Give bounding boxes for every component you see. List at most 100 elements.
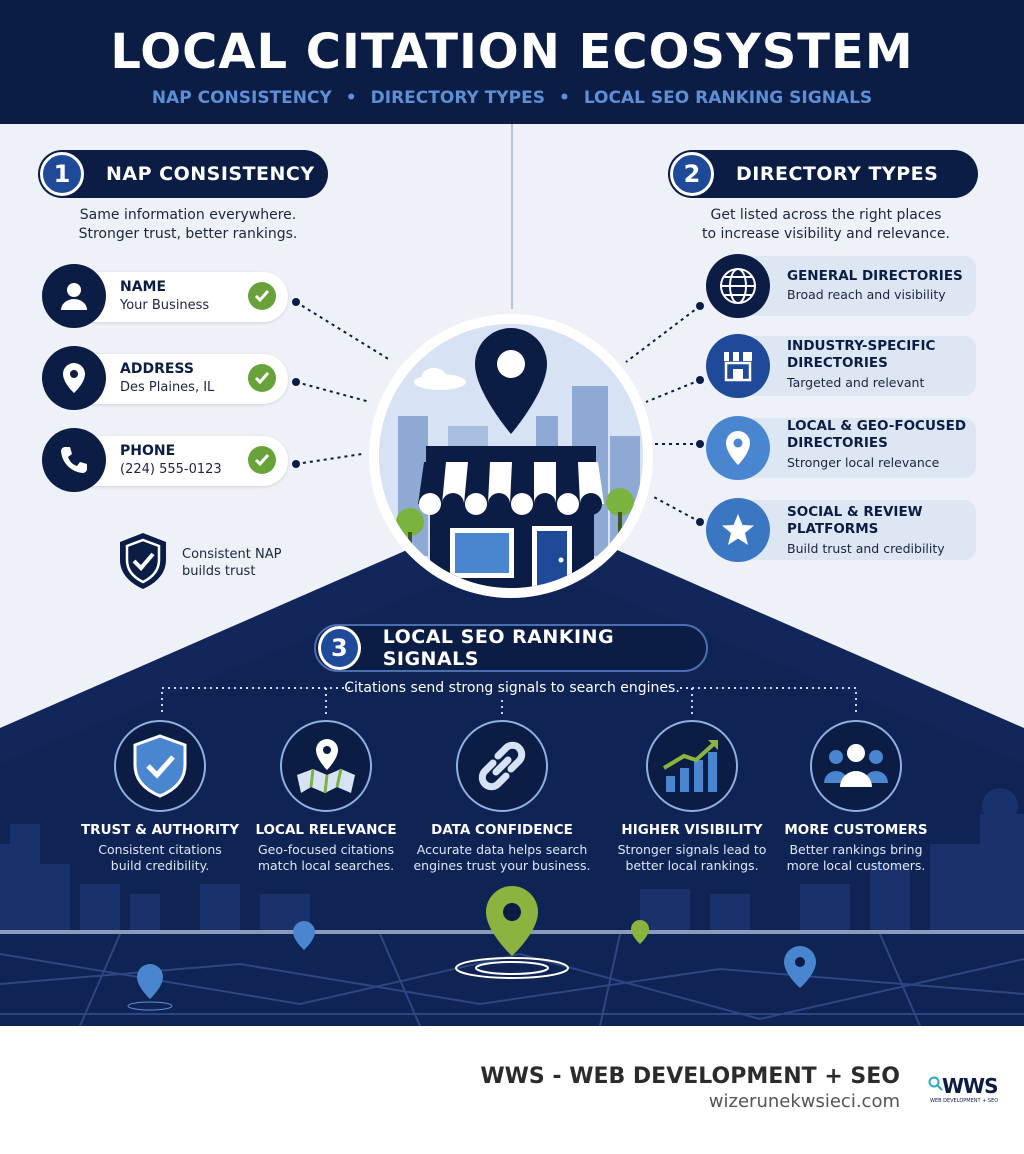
people-group-icon [810,720,902,812]
map-pins [127,886,816,1011]
directory-value: Targeted and relevant [787,375,925,390]
section-number: 3 [318,626,361,670]
directory-label: SOCIAL & REVIEW PLATFORMS [787,504,923,537]
directory-card [734,418,976,478]
magnifier-icon [928,1076,943,1091]
subnav-signals: LOCAL SEO RANKING SIGNALS [583,88,873,108]
directory-connectors [625,305,701,523]
skyline-silhouette [0,788,1024,934]
check-icon [248,364,276,392]
trust-text-line: Consistent NAP [182,547,282,562]
nap-item-phone: PHONE (224) 555-0123 [42,428,288,492]
directory-label: GENERAL DIRECTORIES [787,268,963,284]
signal-title: DATA CONFIDENCE [431,822,573,838]
section-nap-header: 1 NAP CONSISTENCY [38,150,328,198]
subnav-directories: DIRECTORY TYPES [370,88,545,108]
signal-desc-line: build credibility. [110,858,210,873]
chain-link-icon [456,720,548,812]
directory-item-industry: INDUSTRY-SPECIFIC DIRECTORIES Targeted a… [706,334,976,398]
footer-brand: WWS - WEB DEVELOPMENT + SEO wizerunekwsi… [480,1064,900,1112]
brand-name: WWS - WEB DEVELOPMENT + SEO [480,1064,900,1089]
nap-description: Same information everywhere. Stronger tr… [40,206,336,244]
nap-desc-line: Stronger trust, better rankings. [78,226,298,242]
nap-label: NAME [120,279,167,295]
signal-desc-line: better local rankings. [625,858,759,873]
nap-value: Des Plaines, IL [120,380,215,395]
signal-desc-line: more local customers. [786,858,926,873]
section-signals-header: 3 LOCAL SEO RANKING SIGNALS [314,624,708,672]
signal-desc-line: Geo-focused citations [257,842,395,857]
globe-icon [706,254,770,318]
directories-desc-line: to increase visibility and relevance. [702,226,950,242]
directory-card [734,256,976,316]
directory-value: Build trust and credibility [787,541,945,556]
signal-title: LOCAL RELEVANCE [255,822,397,838]
section-number: 2 [670,152,714,196]
storefront-icon [706,334,770,398]
signal-desc-line: Better rankings bring [789,842,923,857]
directory-label: LOCAL & GEO-FOCUSED DIRECTORIES [787,418,967,451]
section-title: DIRECTORY TYPES [736,163,939,185]
logo-subtext: WEB DEVELOPMENT + SEO [930,1098,999,1104]
nap-item-address: ADDRESS Des Plaines, IL [42,346,288,410]
header: LOCAL CITATION ECOSYSTEM NAP CONSISTENCY… [0,0,1024,124]
header-subnav: NAP CONSISTENCY • DIRECTORY TYPES • LOCAL SE… [0,88,1024,108]
subnav-separator: • [558,88,570,108]
subnav-nap: NAP CONSISTENCY [151,88,332,108]
user-icon [42,264,106,328]
section-number: 1 [40,152,84,196]
directory-item-social: SOCIAL & REVIEW PLATFORMS Build trust an… [706,498,976,562]
signals-description: Citations send strong signals to search … [344,680,680,696]
growth-chart-icon [646,720,738,812]
star-icon [706,498,770,562]
section-title: NAP CONSISTENCY [106,163,315,185]
signal-desc-line: Accurate data helps search [416,842,588,857]
nap-label: PHONE [120,443,176,459]
storefront-illustration [366,306,656,606]
shield-check-icon [114,720,206,812]
signal-desc-line: Stronger signals lead to [617,842,767,857]
signal-title: TRUST & AUTHORITY [80,822,240,838]
directory-card [734,336,976,396]
nap-trust-note: Consistent NAP builds trust [116,530,316,594]
nap-value: (224) 555-0123 [120,462,222,477]
signal-title: HIGHER VISIBILITY [621,822,763,838]
subnav-separator: • [345,88,357,108]
nap-label: ADDRESS [120,361,194,377]
trust-text-line: builds trust [182,564,256,579]
directory-value: Stronger local relevance [787,455,940,470]
logo-text: WWS [942,1074,999,1098]
nap-desc-line: Same information everywhere. [79,207,297,223]
infographic-canvas: 1 NAP CONSISTENCY Same information every… [0,124,1024,1026]
check-icon [248,282,276,310]
section-directories-header: 2 DIRECTORY TYPES [668,150,978,198]
nap-item-name: NAME Your Business [42,264,288,328]
brand-url[interactable]: wizerunekwsieci.com [708,1091,900,1112]
directory-item-local: LOCAL & GEO-FOCUSED DIRECTORIES Stronger… [706,416,976,480]
signal-higher-visibility: HIGHER VISIBILITY Stronger signals lead … [602,720,782,874]
location-pin-icon [42,346,106,410]
signal-desc-line: engines trust your business. [413,858,591,873]
signal-desc-line: Consistent citations [98,842,222,857]
street-grid [0,933,1024,1026]
shield-check-icon [120,533,166,589]
signal-connectors [161,687,857,716]
signal-data-confidence: DATA CONFIDENCE Accurate data helps sear… [412,720,592,874]
signal-title: MORE CUSTOMERS [784,822,928,838]
directories-desc-line: Get listed across the right places [710,207,942,223]
nap-value: Your Business [120,298,210,313]
directories-description: Get listed across the right places to in… [676,206,976,244]
check-icon [248,446,276,474]
directory-item-general: GENERAL DIRECTORIES Broad reach and visi… [706,254,976,318]
brand-logo: WWS WEB DEVELOPMENT + SEO [928,1074,999,1110]
section-title: LOCAL SEO RANKING SIGNALS [382,626,615,670]
directory-label: INDUSTRY-SPECIFIC DIRECTORIES [787,338,936,371]
